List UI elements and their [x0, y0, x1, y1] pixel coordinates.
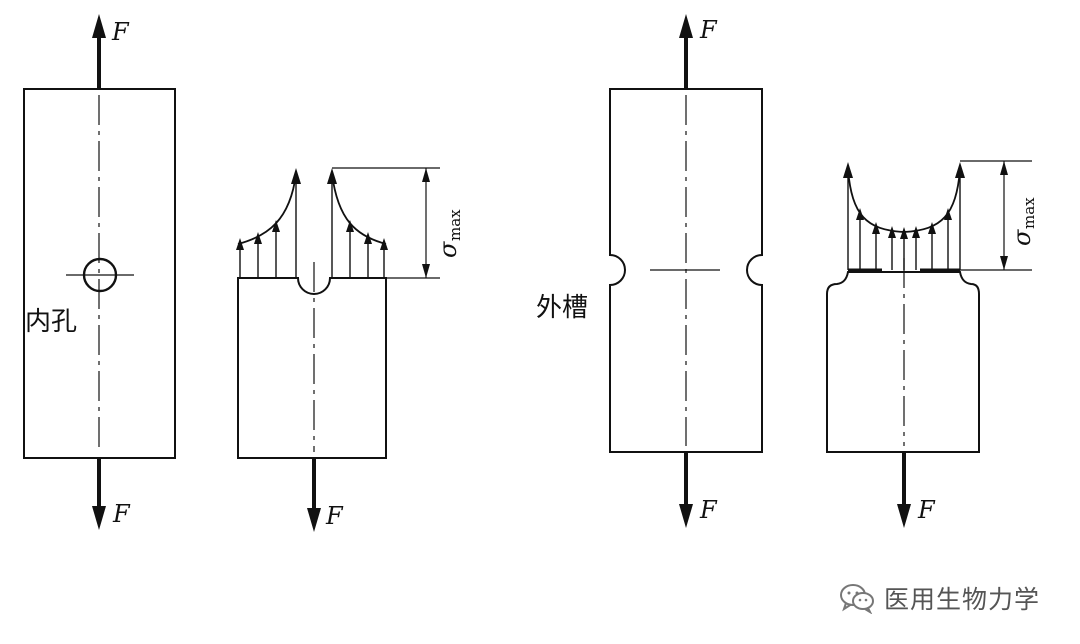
- arrowhead: [422, 264, 430, 278]
- sigma-label: σ: [1008, 229, 1036, 246]
- arrowhead: [307, 508, 321, 532]
- force-label-bottom: F: [325, 502, 344, 530]
- outer-groove-label: 外槽: [536, 293, 588, 323]
- arrowhead: [1000, 256, 1008, 270]
- panel-inner-hole-plate: F F 内孔: [23, 14, 176, 530]
- sigma-subscript: max: [446, 209, 464, 241]
- stress-arrowheads: [843, 162, 965, 239]
- arrowhead: [92, 506, 106, 530]
- force-label-top: F: [699, 16, 718, 44]
- force-label-bottom: F: [917, 496, 936, 524]
- watermark: 医用生物力学: [838, 578, 1040, 618]
- force-label-bottom: F: [112, 500, 131, 528]
- stress-curve: [847, 169, 961, 233]
- arrowhead: [679, 504, 693, 528]
- stress-curve-left: [237, 173, 297, 245]
- arrowhead: [422, 168, 430, 182]
- stress-arrows: [239, 178, 385, 278]
- stress-curve-right: [331, 173, 387, 245]
- section-outline: [826, 271, 980, 453]
- sigma-subscript: max: [1020, 197, 1038, 229]
- wechat-icon: [840, 584, 874, 614]
- panel-inner-hole-section: σ max F: [236, 167, 464, 532]
- inner-hole: [82, 257, 118, 293]
- panel-outer-groove-section: σ max F: [826, 160, 1038, 528]
- arrowhead: [679, 14, 693, 38]
- watermark-text: 医用生物力学: [884, 585, 1041, 614]
- section-outline: [237, 277, 387, 459]
- force-label-top: F: [111, 18, 130, 46]
- panel-outer-groove-plate: F F 外槽: [536, 14, 763, 528]
- arrowhead: [897, 504, 911, 528]
- inner-hole-label: 内孔: [25, 307, 77, 337]
- sigma-label: σ: [434, 241, 462, 258]
- plate-outline: [609, 88, 763, 453]
- force-label-bottom: F: [699, 496, 718, 524]
- stress-arrowheads: [236, 168, 388, 250]
- arrowhead: [92, 14, 106, 38]
- arrowhead: [1000, 161, 1008, 175]
- stress-arrows: [847, 172, 961, 270]
